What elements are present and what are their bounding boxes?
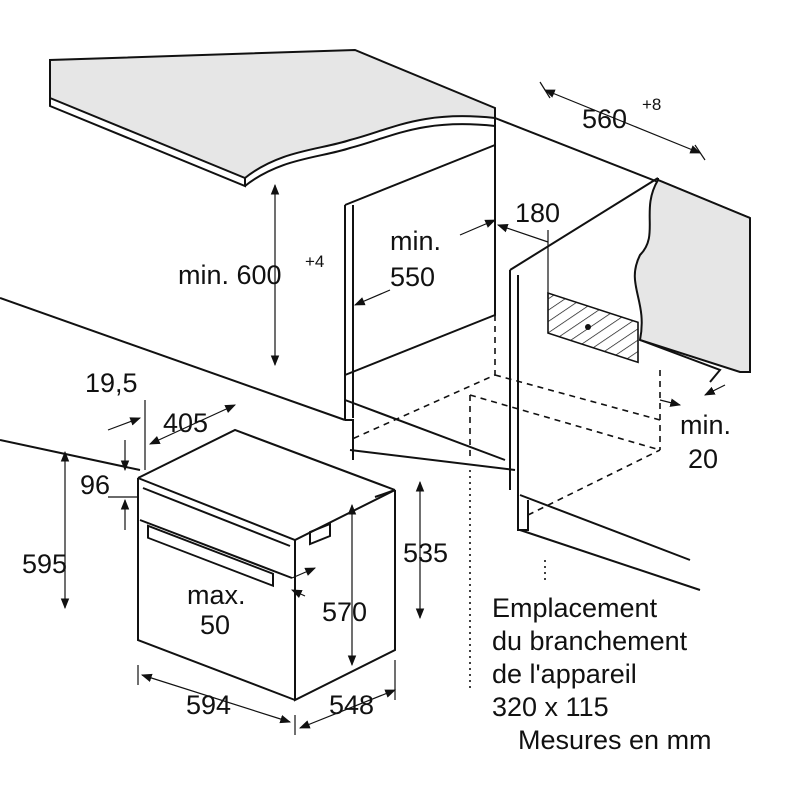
dim-595: 595 [22,549,67,579]
dim-20-prefix: min. [680,410,731,440]
connection-zone-hatch [547,291,639,364]
note-line-2: du branchement [492,626,688,656]
dim-405: 405 [163,408,208,438]
connection-point-icon [585,324,591,330]
oven [137,428,396,702]
note-line-3: de l'appareil [492,659,637,689]
dim-19-5: 19,5 [85,368,138,398]
oven-vent [309,522,331,546]
niche-outline [349,315,661,690]
dim-560-tolerance: +8 [642,95,661,114]
oven-handle [147,524,274,588]
dim-550: 550 [390,262,435,292]
right-cabinet [494,117,751,531]
note-line-1: Emplacement [492,593,658,623]
dim-535: 535 [403,538,448,568]
dim-max-prefix: max. [187,580,246,610]
dim-600-tolerance: +4 [305,252,324,271]
dim-max-50: 50 [200,610,230,640]
worktop [49,48,496,188]
dim-550-prefix: min. [390,226,441,256]
dim-594: 594 [186,690,231,720]
dim-600: min. 600 [178,260,282,290]
dim-548: 548 [329,690,374,720]
note-units: Mesures en mm [518,725,712,755]
dim-96: 96 [80,470,110,500]
dim-20: 20 [688,444,718,474]
connection-note: Emplacement du branchement de l'appareil… [492,593,712,755]
dimension-lines [60,81,726,735]
dimension-labels: 560 +8 min. 600 +4 min. 550 180 min. 20 … [22,95,731,720]
note-line-4: 320 x 115 [492,692,609,722]
dim-570: 570 [322,597,367,627]
dim-560: 560 [582,104,627,134]
dim-180: 180 [515,198,560,228]
